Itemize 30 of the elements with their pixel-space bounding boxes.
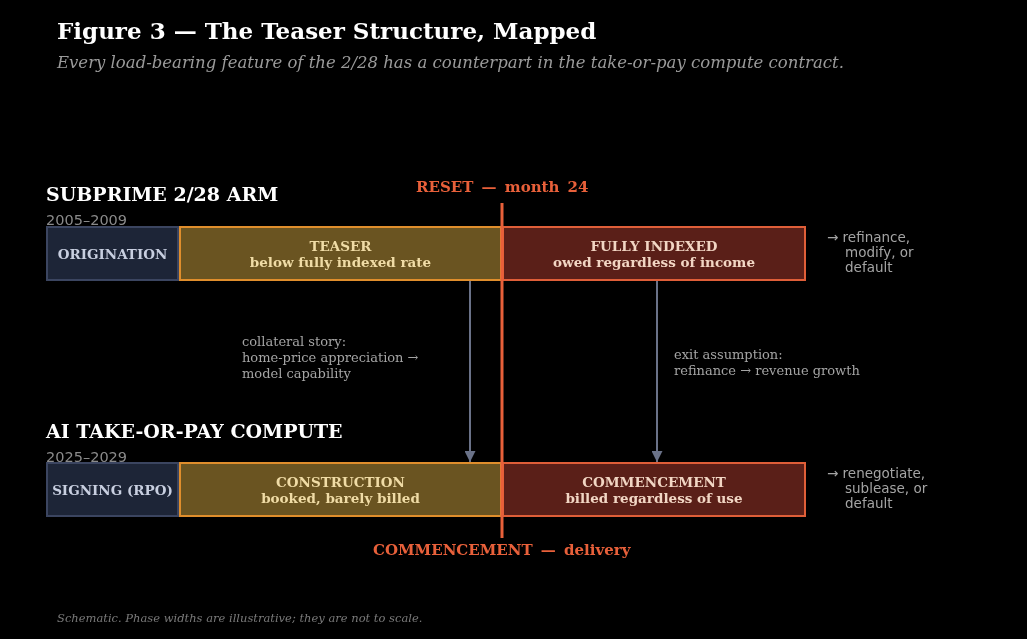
subtitle: Every load-bearing feature of the 2/28 has a counterpart in the take-or-pay compute contract. <box>57 53 844 73</box>
milestone-label: COMMENCEMENT — delivery <box>373 541 631 559</box>
phase-name: ORIGINATION <box>57 245 168 262</box>
arrow <box>464 280 476 463</box>
phase-bar <box>179 226 502 281</box>
phase-description: billed regardless of use <box>565 489 743 506</box>
phase-name: SIGNING (RPO) <box>52 481 173 498</box>
phase-description: owed regardless of income <box>553 253 755 270</box>
phase-bar <box>502 462 806 517</box>
phase-name: COMMENCEMENT <box>582 473 726 490</box>
phase-bar <box>46 462 179 517</box>
date-range: 2005–2009 <box>46 211 128 229</box>
phase-bar <box>502 226 806 281</box>
phase-description: below fully indexed rate <box>249 253 432 270</box>
outcome-note: → renegotiate, sublease, or default <box>827 466 929 511</box>
footnote: Schematic. Phase widths are illustrative; they are not to scale. <box>57 611 423 625</box>
date-range: 2025–2029 <box>46 448 128 466</box>
arrow <box>651 280 663 463</box>
phase-name: FULLY INDEXED <box>590 237 718 254</box>
page-title: Figure 3 — The Teaser Structure, Mapped <box>57 17 597 45</box>
phase-name: CONSTRUCTION <box>276 473 405 490</box>
phase-bar <box>46 226 179 281</box>
milestone-label: RESET — month 24 <box>416 178 589 196</box>
row-heading: SUBPRIME 2/28 ARM <box>46 183 279 205</box>
phase-name: TEASER <box>309 237 372 254</box>
row-heading: AI TAKE-OR-PAY COMPUTE <box>46 420 343 442</box>
outcome-note: → refinance, modify, or default <box>827 230 915 275</box>
phase-description: booked, barely billed <box>261 489 420 506</box>
phase-bar <box>179 462 502 517</box>
edge-label: exit assumption: refinance → revenue growth <box>674 347 860 379</box>
